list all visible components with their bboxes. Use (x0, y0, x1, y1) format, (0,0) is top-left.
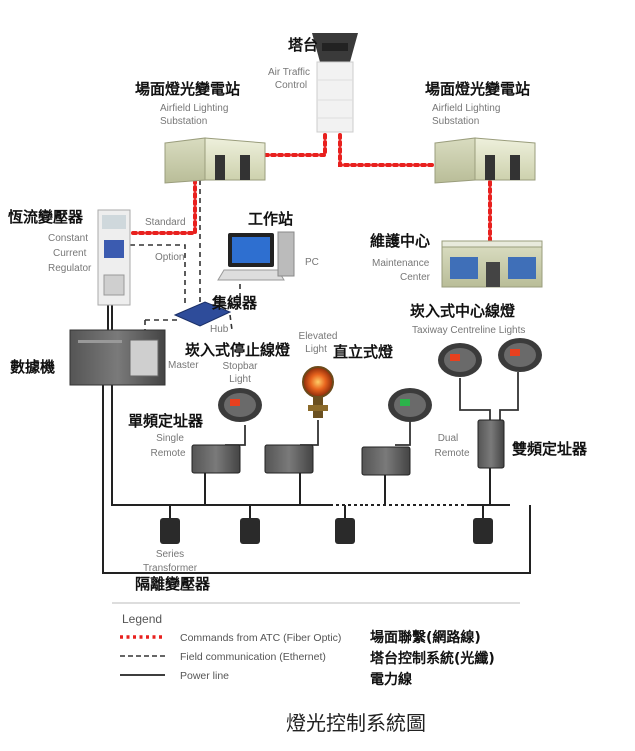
dual-remote-zh: 雙頻定址器 (512, 440, 588, 458)
legend-heading: Legend (122, 612, 162, 626)
single-remote-zh: 單頻定址器 (128, 412, 204, 430)
workstation-pc: 工作站 PC (217, 210, 319, 281)
taxiway-en: Taxiway Centreline Lights (412, 325, 525, 336)
hub-en: Hub (210, 324, 229, 335)
tower-en-label-1: Air Traffic (268, 67, 310, 78)
maintenance-center: 維護中心 Maintenance Center (370, 232, 543, 288)
legend-item-fiber: Commands from ATC (Fiber Optic) (180, 632, 341, 644)
series-transformer-en-1: Series (156, 549, 184, 560)
maintenance-en-1: Maintenance (372, 258, 430, 269)
stopbar-light: 崁入式停止線燈 Stopbar Light (185, 341, 291, 422)
ethernet-lines (130, 180, 241, 345)
master-en: Master (168, 360, 199, 371)
legend-item-ethernet: Field communication (Ethernet) (180, 651, 326, 663)
dual-remote-en-1: Dual (438, 433, 459, 444)
substation-right-en-1: Airfield Lighting (432, 103, 500, 114)
single-remote-en-1: Single (156, 433, 184, 444)
fiber-optic-lines (128, 133, 492, 247)
ccr-zh: 恆流變壓器 (7, 208, 84, 226)
elevated-zh: 直立式燈 (333, 343, 394, 361)
tower-en-label-2: Control (275, 80, 307, 91)
series-transformers: Series Transformer 隔離變壓器 (135, 518, 493, 593)
stopbar-zh: 崁入式停止線燈 (185, 341, 291, 359)
green-inset-light (388, 388, 432, 422)
maintenance-zh: 維護中心 (370, 232, 430, 250)
constant-current-regulator: 恆流變壓器 Constant Current Regulator (7, 208, 131, 306)
ccr-en-1: Constant (48, 233, 88, 244)
tower-zh-label: 塔台 (288, 36, 318, 54)
hub: 集線器 Hub (173, 294, 258, 335)
ccr-en-2: Current (53, 248, 87, 259)
single-remote-en-2: Remote (150, 448, 185, 459)
dual-remote-unit: Dual Remote 雙頻定址器 (434, 419, 588, 469)
substation-left-en-1: Airfield Lighting (160, 103, 228, 114)
legend-zh-3: 電力線 (370, 671, 412, 688)
substation-right-zh: 場面燈光變電站 (425, 80, 530, 98)
taxiway-zh: 崁入式中心線燈 (410, 302, 516, 320)
taxiway-centreline-lights: 崁入式中心線燈 Taxiway Centreline Lights (410, 302, 542, 377)
legend-zh-1: 場面聯繫(網路線) (370, 629, 481, 646)
workstation-en: PC (305, 257, 319, 268)
elevated-en-2: Light (305, 344, 327, 355)
stopbar-en-1: Stopbar (222, 361, 258, 372)
master-modem: 數據機 Master (10, 329, 199, 386)
substation-left-zh: 場面燈光變電站 (135, 80, 240, 98)
airfield-lighting-substation-right: 場面燈光變電站 Airfield Lighting Substation (425, 80, 536, 184)
legend-item-power: Power line (180, 670, 229, 682)
air-traffic-control-tower: 塔台 Air Traffic Control (268, 33, 358, 133)
substation-left-en-2: Substation (160, 116, 207, 127)
standard-label: Standard (145, 217, 186, 228)
single-remote-units: 單頻定址器 Single Remote (128, 412, 411, 476)
workstation-zh: 工作站 (248, 210, 293, 228)
maintenance-en-2: Center (400, 272, 431, 283)
dual-remote-en-2: Remote (434, 448, 469, 459)
elevated-en-1: Elevated (299, 331, 338, 342)
airfield-lighting-substation-left: 場面燈光變電站 Airfield Lighting Substation (135, 80, 266, 184)
light-to-remote-lines (225, 372, 519, 446)
diagram-title: 燈光控制系統圖 (286, 711, 426, 735)
series-transformer-zh: 隔離變壓器 (135, 575, 211, 593)
option-label: Option (155, 252, 184, 263)
hub-zh: 集線器 (211, 294, 258, 312)
series-transformer-en-2: Transformer (143, 563, 198, 574)
legend-zh-2: 塔台控制系統(光纖) (370, 650, 495, 667)
legend: Legend Commands from ATC (Fiber Optic) F… (112, 602, 520, 688)
substation-right-en-2: Substation (432, 116, 479, 127)
elevated-light: Elevated Light 直立式燈 (299, 331, 394, 418)
ccr-en-3: Regulator (48, 263, 92, 274)
master-zh: 數據機 (10, 358, 55, 376)
power-lines (102, 305, 531, 574)
stopbar-en-2: Light (229, 374, 251, 385)
